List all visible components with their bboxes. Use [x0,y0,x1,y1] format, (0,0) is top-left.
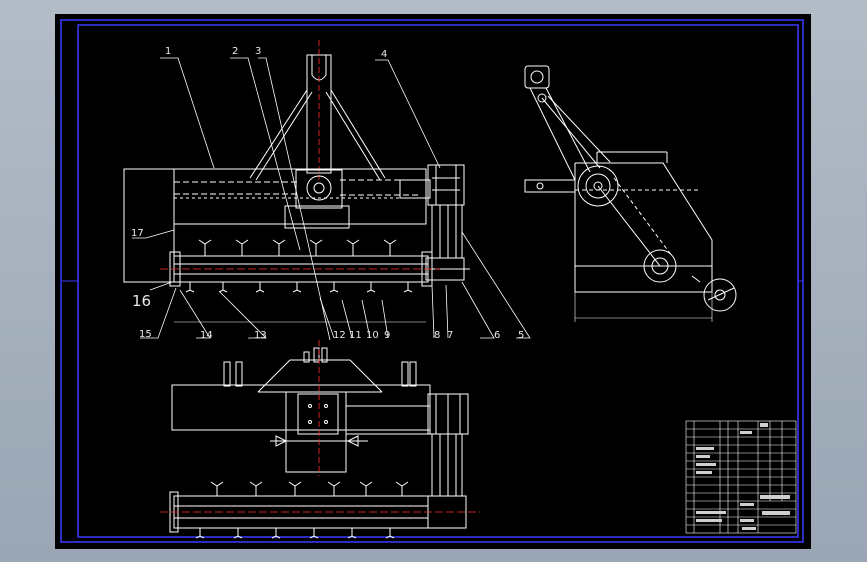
front-view [123,40,531,341]
part-label-6: 6 [494,330,500,341]
part-label-7: 7 [447,330,453,341]
part-label-11: 11 [349,330,362,341]
side-view [524,65,737,322]
title-block-text [696,423,790,530]
part-label-9: 9 [384,330,390,341]
part-label-5: 5 [518,330,524,341]
top-view [160,340,480,539]
part-label-1: 1 [165,46,171,57]
part-label-14: 14 [200,330,213,341]
part-label-3: 3 [255,46,261,57]
title-block [685,420,797,534]
part-label-10: 10 [366,330,379,341]
part-label-8: 8 [434,330,440,341]
part-label-2: 2 [232,46,238,57]
part-label-13: 13 [254,330,267,341]
part-label-12: 12 [333,330,346,341]
part-label-15: 15 [139,329,152,340]
part-label-16: 16 [132,292,151,310]
part-label-17: 17 [131,228,144,239]
part-label-4: 4 [381,49,387,60]
